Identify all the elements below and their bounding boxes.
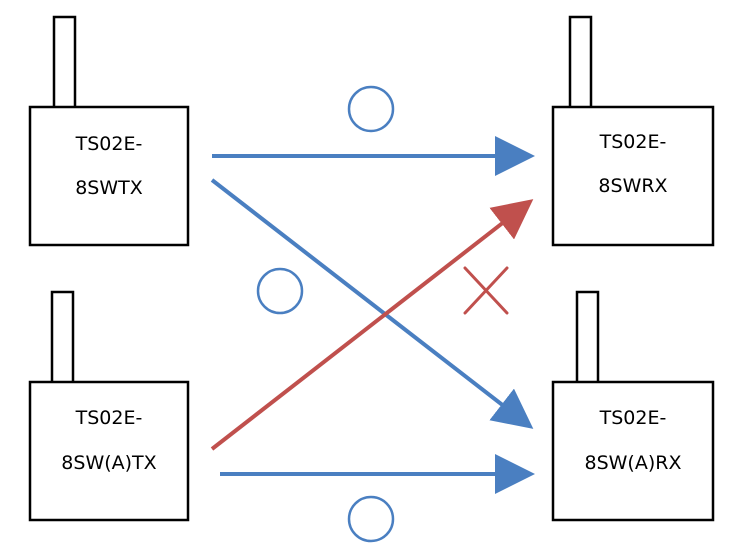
link-tx1-rx2-arrow <box>210 178 534 429</box>
link-tx2-rx1-arrow <box>210 199 534 451</box>
circle-mark-icon <box>256 267 304 315</box>
device-box <box>551 105 715 247</box>
device-model-line1: TS02E- <box>75 133 143 155</box>
cross-mark-icon <box>463 266 509 315</box>
device-model-line2: 8SW(A)TX <box>61 452 156 474</box>
device-box <box>28 380 190 522</box>
device-model-line2: 8SWRX <box>598 175 667 197</box>
device-model-line2: 8SW(A)RX <box>585 452 682 474</box>
device-box <box>28 105 190 247</box>
device-model-line2: 8SWTX <box>75 177 143 199</box>
antenna-icon <box>50 290 75 385</box>
device-model-line1: TS02E- <box>75 407 143 429</box>
device-model-line1: TS02E- <box>599 131 667 153</box>
antenna-icon <box>568 15 593 110</box>
circle-mark-icon <box>347 495 395 543</box>
antenna-icon <box>575 290 600 385</box>
device-rx2: TS02E- 8SW(A)RX <box>551 290 715 522</box>
antenna-icon <box>52 15 77 110</box>
device-box <box>551 380 715 522</box>
device-tx2: TS02E- 8SW(A)TX <box>28 290 190 522</box>
circle-mark-icon <box>347 85 395 133</box>
device-model-line1: TS02E- <box>599 407 667 429</box>
device-rx1: TS02E- 8SWRX <box>551 15 715 247</box>
device-tx1: TS02E- 8SWTX <box>28 15 190 247</box>
